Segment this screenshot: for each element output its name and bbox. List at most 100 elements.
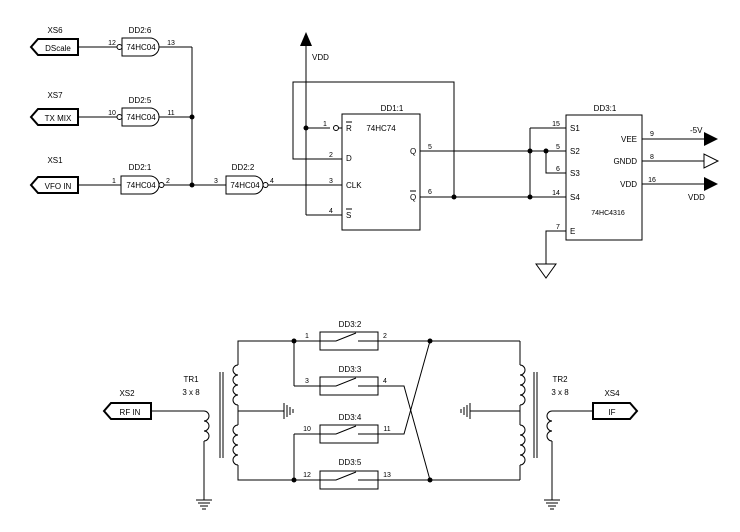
connector-xs4-label: IF (608, 408, 615, 417)
switch-dd3-2-blade (320, 332, 357, 342)
inverter-dd2-1-ref: DD2:1 (129, 163, 152, 172)
wire-e-to-ground (545, 230, 566, 264)
inverter-dd2-6-ref: DD2:6 (129, 26, 152, 35)
inverter-dd2-2-part: 74HC04 (230, 181, 260, 190)
junction-s3 (543, 148, 549, 154)
switch-dd3-5-pin-b: 13 (383, 472, 391, 479)
switch-ic-pin-s3: 6 (556, 166, 560, 173)
switch-ic-label-s4: S4 (570, 193, 580, 202)
inverter-dd2-2: DD2:2 74HC04 3 4 (214, 163, 274, 195)
tr1-secondary-upper (232, 364, 239, 406)
connector-xs6-label: DScale (45, 44, 71, 53)
switch-ic-pin-vee: 9 (650, 131, 654, 138)
inverter-dd2-5: DD2:5 74HC04 10 11 (108, 96, 175, 127)
flipflop-pin-r: 1 (323, 121, 327, 128)
inverter-dd2-2-pin-out: 4 (270, 178, 274, 185)
connector-xs2: XS2 RF IN (102, 389, 152, 420)
flipflop-r-label: R (346, 124, 352, 133)
inverter-dd2-5-pin-out: 11 (167, 110, 174, 117)
switch-ic-label-s1: S1 (570, 124, 580, 133)
switch-dd3-3-ref: DD3:3 (339, 365, 362, 374)
switch-ic-pin-vdd: 16 (648, 177, 656, 184)
switch-dd3-3-pin-b: 4 (383, 378, 387, 385)
flipflop-qn-label: Q (410, 193, 416, 202)
switch-dd3-5-pin-a: 12 (303, 472, 311, 479)
switch-ic-pin-s2: 5 (556, 144, 560, 151)
flipflop-pin-d: 2 (329, 152, 333, 159)
vee-arrow-icon (704, 132, 718, 146)
inverter-dd2-1-pin-out: 2 (166, 178, 170, 185)
inverter-dd2-6-body (121, 37, 160, 57)
switch-dd3-3-blade (320, 377, 357, 387)
switch-ic-pin-s1: 15 (552, 121, 560, 128)
wire-feedback-loop (292, 81, 455, 197)
tr2-secondary-coil (546, 410, 553, 442)
junction-vdd-r (303, 125, 309, 131)
switch-dd3-3-pin-a: 3 (305, 378, 309, 385)
flipflop-s-label: S (346, 211, 351, 220)
switch-ic-label-gndd: GNDD (613, 157, 637, 166)
inverter-dd2-2-ref: DD2:2 (232, 163, 255, 172)
switch-dd3-3: DD3:3 3 4 (305, 365, 387, 396)
switch-ic-label-s3: S3 (570, 169, 580, 178)
connector-xs2-label: RF IN (120, 408, 141, 417)
inverter-dd2-5-bubble (116, 114, 123, 120)
connector-xs1-label: VFO IN (45, 182, 72, 191)
switch-dd3-2-ref: DD3:2 (339, 320, 362, 329)
inverter-dd2-6-part: 74HC04 (126, 43, 156, 52)
ground-tr2-icon (544, 499, 560, 510)
switch-ic-label-s2: S2 (570, 147, 580, 156)
tr1-ref: TR1 (183, 375, 199, 384)
switch-dd3-5-blade (320, 471, 357, 481)
switch-dd3-4-blade (320, 425, 357, 435)
inverter-dd2-5-ref: DD2:5 (129, 96, 152, 105)
switch-ic-body (565, 114, 643, 241)
vdd-right-arrow-icon (704, 177, 718, 191)
connector-xs4-ref: XS4 (604, 389, 620, 398)
switch-dd3-2-pin-b: 2 (383, 333, 387, 340)
switch-ic-ref: DD3:1 (594, 104, 617, 113)
inverter-dd2-1-bubble (158, 182, 165, 188)
switch-dd3-5: DD3:5 12 13 (303, 458, 391, 490)
vee-rail-label: -5V (690, 126, 703, 135)
flipflop-pin-q: 5 (428, 144, 432, 151)
switch-dd3-4-ref: DD3:4 (339, 413, 362, 422)
ground-e-icon (535, 263, 557, 279)
wire-dd33-cross (378, 385, 431, 481)
flipflop-pin-clk: 3 (329, 178, 333, 185)
junction-left-top (291, 338, 297, 344)
vdd-rail-label: VDD (688, 193, 705, 202)
wire-to-s3 (545, 151, 566, 174)
connector-xs4: XS4 IF (592, 389, 639, 420)
inverter-dd2-5-body (121, 107, 160, 127)
switch-dd3-4: DD3:4 10 11 (303, 413, 391, 444)
inverter-dd2-1-pin-in: 1 (112, 178, 116, 185)
flipflop-body (341, 113, 421, 231)
switch-dd3-4-pin-b: 11 (383, 426, 390, 433)
flipflop-q-label: Q (410, 147, 416, 156)
transformer-tr2: TR2 3 x 8 (519, 364, 569, 510)
flipflop-pin-qn: 6 (428, 189, 432, 196)
transformer-tr1: TR1 3 x 8 (182, 364, 239, 510)
switch-ic-pin-e: 7 (556, 224, 560, 231)
tr1-secondary-lower (232, 424, 239, 466)
flipflop-ref: DD1:1 (381, 104, 404, 113)
inverter-dd2-2-bubble (262, 182, 269, 188)
switch-ic-label-vee: VEE (621, 135, 637, 144)
switch-dd3-4-pin-a: 10 (303, 426, 311, 433)
inverter-dd2-2-pin-in: 3 (214, 178, 218, 185)
switch-ic-part: 74HC4316 (591, 210, 625, 217)
tr2-turns: 3 x 8 (551, 388, 569, 397)
connector-xs7: XS7 TX MIX (29, 91, 79, 126)
connector-xs7-label: TX MIX (45, 114, 72, 123)
wire-tr1-top (237, 340, 320, 365)
switch-ic-label-e: E (570, 227, 575, 236)
connector-xs1-ref: XS1 (47, 156, 63, 165)
ground-ct2-icon (460, 403, 471, 419)
vdd-arrow-icon (300, 32, 312, 46)
ground-tr1-icon (196, 499, 212, 510)
connector-xs7-ref: XS7 (47, 91, 63, 100)
ground-ct1-icon (283, 403, 294, 419)
connector-xs6-ref: XS6 (47, 26, 63, 35)
tr2-primary-lower (519, 424, 526, 466)
